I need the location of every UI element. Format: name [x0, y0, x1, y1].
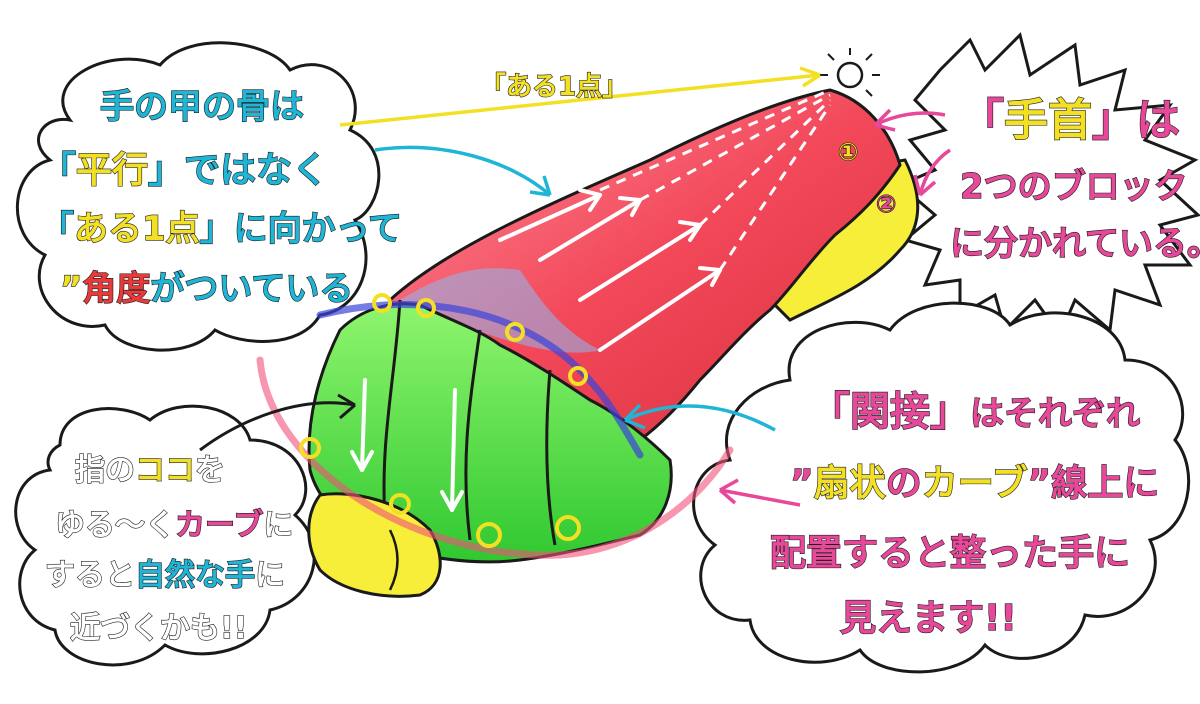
- finger-bubble-line4: 近づくかも!!: [70, 611, 247, 646]
- arc-arrowhead: [718, 478, 739, 505]
- left-bubble-line1: 手の甲の骨は: [100, 87, 304, 127]
- finger-line: [464, 329, 482, 541]
- finger-bubble-outline: [14, 404, 316, 667]
- joint-bubble-line2: ”扇状のカーブ”線上に: [790, 462, 1159, 504]
- pink-arc: [256, 356, 734, 559]
- joint-circles: [299, 293, 588, 548]
- convergence-dashes: [599, 88, 832, 271]
- top-label: 「ある1点」: [480, 71, 628, 102]
- joint-bubble-line3: 配置すると整った手に: [770, 533, 1130, 574]
- point-arrow: [339, 73, 821, 127]
- wrist-arrow-2: [918, 148, 951, 196]
- thumb-nail-line: [388, 529, 399, 591]
- wrist-arrow-1: [874, 111, 946, 127]
- finger-arrow: [199, 401, 356, 452]
- left-bubble-line2: 「平行」ではなく: [40, 150, 328, 191]
- wrist-marker-1: ①: [838, 138, 858, 166]
- convergence-arrows: [350, 188, 722, 512]
- left-bubble-line4: ”角度がついている: [60, 269, 353, 309]
- finger-line: [545, 369, 557, 546]
- joint-bubble-line4: 見えます!!: [840, 598, 1017, 639]
- wrist-arrowhead-1: [873, 108, 896, 132]
- arc-arrow: [719, 488, 801, 507]
- joint-arrowhead: [623, 403, 646, 430]
- wrist-bubble-line1: 「手首」は: [960, 95, 1180, 146]
- joint-bubble-outline: [692, 301, 1191, 674]
- finger-line: [382, 299, 402, 521]
- wrist-arrowhead-2: [913, 174, 937, 197]
- wrist-bubble-line2: 2つのブロック: [960, 167, 1188, 207]
- wrist-bubble-outline: [897, 32, 1200, 339]
- wrist-marker-2: ②: [876, 190, 896, 218]
- point-arrowhead: [799, 66, 821, 88]
- parallel-arrow: [374, 145, 552, 197]
- joint-bubble-line1: 「関接」はそれぞれ: [810, 389, 1140, 435]
- joint-arrow: [624, 404, 776, 432]
- shade-blue: [400, 268, 600, 353]
- finger-bubble-line2: ゆる〜くカーブに: [55, 508, 293, 543]
- vanishing-rays: [820, 48, 880, 97]
- vanishing-point: [836, 61, 864, 89]
- parallel-arrowhead: [529, 175, 552, 197]
- blue-arc: [316, 300, 644, 459]
- finger-bubble-line1: 指のココを: [75, 453, 225, 488]
- wrist-bubble-line3: に分かれている。: [950, 224, 1200, 264]
- left-bubble-line3: 「ある1点」に向かって: [40, 209, 402, 249]
- finger-arrowhead: [337, 393, 356, 420]
- finger-bubble-line3: すると自然な手に: [45, 558, 285, 593]
